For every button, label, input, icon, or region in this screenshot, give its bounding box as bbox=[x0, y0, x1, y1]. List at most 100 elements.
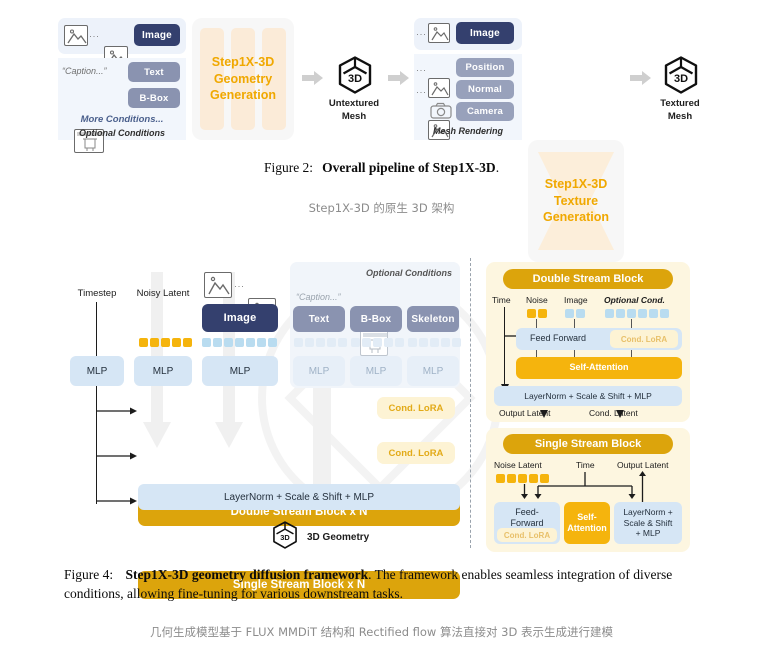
svg-text:3D: 3D bbox=[674, 73, 688, 85]
f2-texture-generation-block: Step1X-3D Texture Generation bbox=[528, 140, 624, 262]
f4-bbox-tokens bbox=[351, 338, 404, 347]
f4-timestep-branch-3 bbox=[96, 493, 138, 511]
f4-ds-conn-noise bbox=[536, 319, 538, 328]
token bbox=[246, 338, 255, 347]
figure-4-caption-tail: . The framework enables seamless integra… bbox=[64, 567, 673, 602]
svg-text:3D: 3D bbox=[348, 73, 362, 85]
token bbox=[518, 474, 527, 483]
f2-camera-pill[interactable]: Camera bbox=[456, 102, 514, 121]
f2-geo-line3: Generation bbox=[210, 88, 276, 103]
f2-right-ellipsis-2: ··· bbox=[416, 65, 427, 75]
f2-bbox-pill[interactable]: B-Box bbox=[128, 88, 180, 108]
f4-ds-conn-image bbox=[574, 319, 576, 328]
f2-geometry-generation-block: Step1X-3D Geometry Generation bbox=[192, 18, 294, 140]
token bbox=[150, 338, 159, 347]
token bbox=[172, 338, 181, 347]
token bbox=[384, 338, 393, 347]
f4-skeleton-pill[interactable]: Skeleton bbox=[407, 306, 459, 332]
f4-double-stream-lora[interactable]: Cond. LoRA bbox=[377, 397, 455, 419]
token bbox=[527, 309, 536, 318]
token bbox=[660, 309, 669, 318]
f4-ss-noise-tokens bbox=[496, 474, 549, 483]
token bbox=[294, 338, 303, 347]
image-thumb-icon-3 bbox=[428, 23, 450, 43]
f2-untextured-line2: Mesh bbox=[341, 110, 367, 122]
f2-texture-funnel-shape bbox=[528, 140, 624, 262]
token bbox=[638, 309, 647, 318]
f4-ds-out-arrow-1 bbox=[538, 406, 550, 424]
token bbox=[235, 338, 244, 347]
f4-ss-time-label: Time bbox=[576, 460, 595, 470]
figure-4-caption-prefix: Figure 4: bbox=[64, 567, 114, 582]
f4-ds-noise-label: Noise bbox=[526, 295, 548, 305]
figure-4-caption-bold: Step1X-3D geometry diffusion framework bbox=[125, 567, 369, 582]
f4-ds-noise-tokens bbox=[527, 309, 547, 318]
svg-text:3D: 3D bbox=[280, 533, 289, 542]
f2-image-pill[interactable]: Image bbox=[134, 24, 180, 46]
token bbox=[529, 474, 538, 483]
f2-text-pill[interactable]: Text bbox=[128, 62, 180, 82]
f2-position-pill[interactable]: Position bbox=[456, 58, 514, 77]
f4-image-ellipsis: ··· bbox=[234, 281, 245, 291]
f2-more-conditions-label: More Conditions... bbox=[80, 114, 164, 125]
f4-ss-ln-line1: LayerNorm + bbox=[623, 507, 673, 518]
f4-ss-layernorm: LayerNorm + Scale & Shift + MLP bbox=[614, 502, 682, 544]
f4-bbox-pill[interactable]: B-Box bbox=[350, 306, 402, 332]
cube-3d-icon-3: 3D bbox=[272, 520, 298, 554]
token bbox=[627, 309, 636, 318]
f4-ds-conn-2b bbox=[574, 350, 576, 357]
f4-timestep-branch-2 bbox=[96, 448, 138, 466]
f4-single-stream-label: Single Stream Block x N bbox=[232, 579, 366, 591]
f4-text-mlp: MLP bbox=[293, 356, 345, 386]
f4-ss-ff-line1: Feed- bbox=[515, 507, 539, 517]
token bbox=[139, 338, 148, 347]
f4-geometry-output-label: 3D Geometry bbox=[307, 531, 370, 543]
f4-caption-placeholder: “Caption...” bbox=[296, 292, 341, 302]
arrow-right-icon-2 bbox=[388, 70, 410, 91]
f4-ds-output-latent-label: Output Latent bbox=[499, 408, 551, 418]
f2-left-conditions: ··· Image “Caption...” Text B-Box More C… bbox=[58, 18, 186, 153]
f4-ss-time-branch bbox=[534, 472, 636, 505]
f4-single-stream-lora[interactable]: Cond. LoRA bbox=[377, 442, 455, 464]
f4-ds-time-line bbox=[504, 307, 506, 385]
f4-ss-sa-line1: Self- bbox=[577, 511, 597, 522]
f4-timestep-branch-1 bbox=[96, 403, 138, 421]
f2-right-image-pill[interactable]: Image bbox=[456, 22, 514, 44]
figure-2-caption-tail: . bbox=[495, 160, 500, 176]
f4-timestep-label: Timestep bbox=[77, 288, 117, 299]
f2-geometry-generation-text: Step1X-3D Geometry Generation bbox=[192, 18, 294, 140]
figure-4-divider bbox=[470, 258, 471, 548]
cube-3d-icon-2: 3D bbox=[664, 56, 698, 99]
figure-2-caption: Figure 2: Overall pipeline of Step1X-3D. bbox=[0, 158, 763, 178]
token bbox=[362, 338, 371, 347]
f4-single-stream-block-bar[interactable]: Single Stream Block x N bbox=[138, 571, 460, 599]
bbox-thumb-icon bbox=[74, 129, 104, 153]
token bbox=[316, 338, 325, 347]
f4-optional-conditions-label: Optional Conditions bbox=[366, 268, 452, 278]
f2-textured-line1: Textured bbox=[660, 98, 700, 109]
image-thumb-icon-6 bbox=[204, 272, 232, 298]
camera-icon bbox=[430, 102, 452, 125]
f2-normal-pill[interactable]: Normal bbox=[456, 80, 514, 99]
f4-ds-conn-opt bbox=[631, 319, 633, 328]
f4-text-pill[interactable]: Text bbox=[293, 306, 345, 332]
f4-ds-conn-2a bbox=[536, 350, 538, 357]
f2-tex-line1: Step1X-3D bbox=[544, 176, 608, 191]
f4-double-stream-panel: Double Stream Block Time Noise Image Opt… bbox=[486, 262, 690, 422]
f4-image-tokens bbox=[202, 338, 277, 347]
f4-noise-tokens bbox=[139, 338, 192, 347]
f4-ds-panel-title: Double Stream Block bbox=[503, 269, 673, 289]
f4-image-pill[interactable]: Image bbox=[202, 304, 278, 332]
f4-ss-cond-lora: Cond. LoRA bbox=[497, 528, 557, 542]
f4-ss-ln-line3: + MLP bbox=[635, 528, 661, 539]
f2-textured-mesh-label: Textured Mesh bbox=[652, 98, 708, 124]
f4-ds-conn-2c bbox=[631, 350, 633, 357]
f2-textured-line2: Mesh bbox=[667, 110, 693, 122]
token bbox=[538, 309, 547, 318]
token bbox=[224, 338, 233, 347]
image-thumb-icon-5 bbox=[428, 120, 450, 140]
f2-untextured-line1: Untextured bbox=[328, 98, 380, 109]
token bbox=[496, 474, 505, 483]
f2-optional-conditions-label: Optional Conditions bbox=[79, 128, 165, 138]
f2-right-conditions: ··· Image ··· Position ··· Normal bbox=[414, 18, 522, 140]
